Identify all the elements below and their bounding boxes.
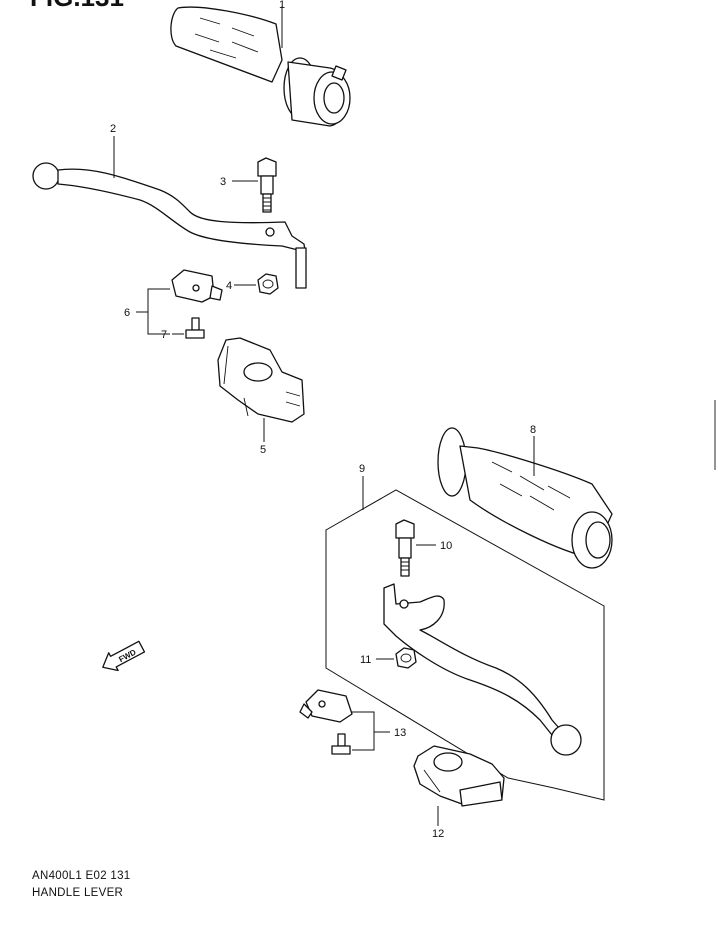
callout-7: 7 [161,329,167,341]
callout-2: 2 [110,123,116,135]
callout-8: 8 [530,424,536,436]
footer-section-name: HANDLE LEVER [32,887,124,899]
part-9-group-frame [325,489,605,801]
part-9-left-lever [383,583,582,756]
callout-11: 11 [360,654,371,666]
part-13-screw [331,733,351,755]
fwd-direction-marker: FWD [102,640,146,672]
part-7-screw [185,317,205,339]
part-12-lever-holder [413,745,505,807]
callout-1: 1 [279,0,285,11]
figure-title: FIG.131 [30,0,124,12]
callout-4: 4 [226,280,232,292]
part-2-brake-lever [32,162,307,289]
footer-model-code: AN400L1 E02 131 [32,870,131,882]
callout-5: 5 [260,444,266,456]
part-10-pivot-bolt [395,519,415,577]
callout-6: 6 [124,307,130,319]
callout-12: 12 [432,828,444,840]
callout-9: 9 [359,463,365,475]
part-13-clutch-switch [299,689,353,723]
part-3-pivot-bolt [257,157,277,213]
part-8-left-grip [437,427,613,569]
part-4-nut [257,273,279,295]
part-11-nut [395,647,417,669]
callout-10: 10 [440,540,452,552]
part-6-brake-switch [171,269,223,303]
part-5-lever-holder [217,337,305,423]
part-1-right-grip [170,6,351,127]
callout-13: 13 [394,727,406,739]
callout-3: 3 [220,176,226,188]
